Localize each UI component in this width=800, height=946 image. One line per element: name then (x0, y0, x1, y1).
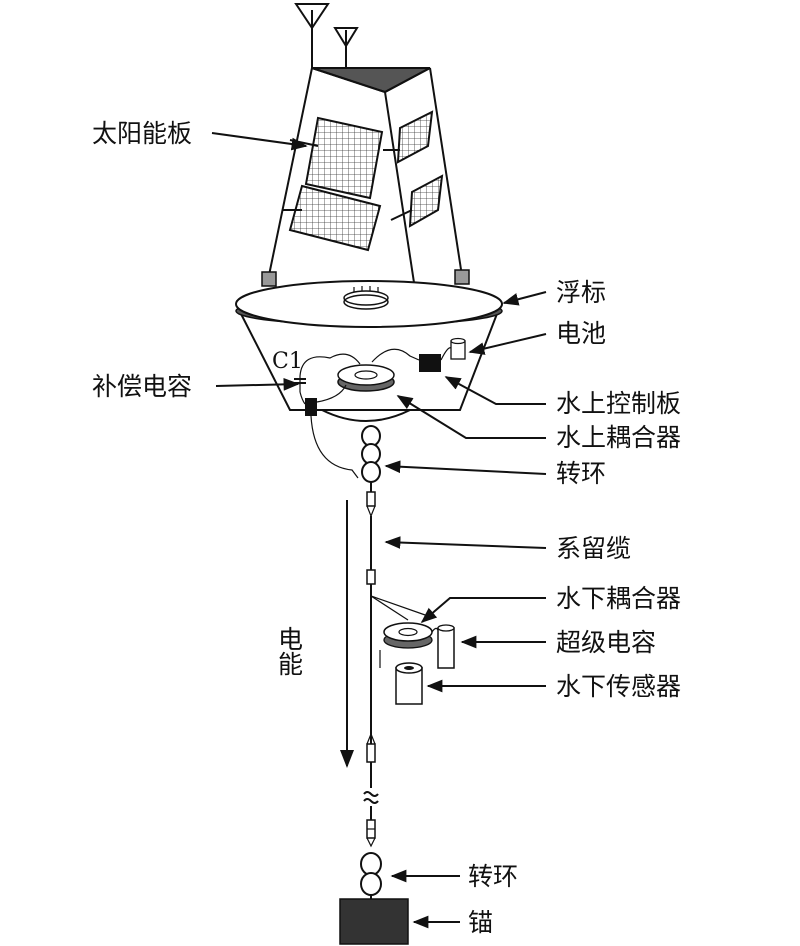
label-supercapacitor: 超级电容 (556, 628, 656, 657)
surface-coupler-ring (337, 364, 395, 392)
label-solar-panel: 太阳能板 (92, 119, 192, 148)
label-mooring-cable: 系留缆 (556, 534, 631, 563)
mooring-cable (363, 516, 379, 848)
internal-wiring (299, 347, 452, 479)
tower-frame (267, 67, 463, 323)
label-underwater-sensor: 水下传感器 (556, 672, 681, 701)
antenna-large-icon (294, 3, 330, 68)
energy-arrow-icon (340, 500, 354, 768)
label-surface-control-board: 水上控制板 (556, 389, 681, 418)
swivel-bottom-icon (360, 852, 382, 899)
anchor-block (339, 898, 409, 945)
buoy-body (235, 280, 503, 422)
label-swivel-top: 转环 (556, 459, 606, 488)
antenna-small-icon (333, 27, 359, 72)
label-comp-capacitor: 补偿电容 (92, 372, 192, 401)
connector (305, 398, 317, 416)
control-board (419, 354, 441, 372)
label-swivel-bottom: 转环 (468, 862, 518, 891)
underwater-module (370, 595, 455, 705)
label-c1: C1 (272, 349, 303, 374)
label-buoy: 浮标 (556, 278, 606, 307)
label-anchor: 锚 (468, 908, 493, 937)
swivel-top-icon (361, 425, 381, 518)
label-electric-energy: 电能 (275, 626, 304, 676)
label-surface-coupler: 水上耦合器 (556, 423, 681, 452)
label-battery: 电池 (556, 319, 606, 348)
battery-icon (450, 337, 466, 360)
label-underwater-coupler: 水下耦合器 (556, 584, 681, 613)
solar-panel (282, 110, 444, 252)
leader-lines (211, 132, 547, 929)
